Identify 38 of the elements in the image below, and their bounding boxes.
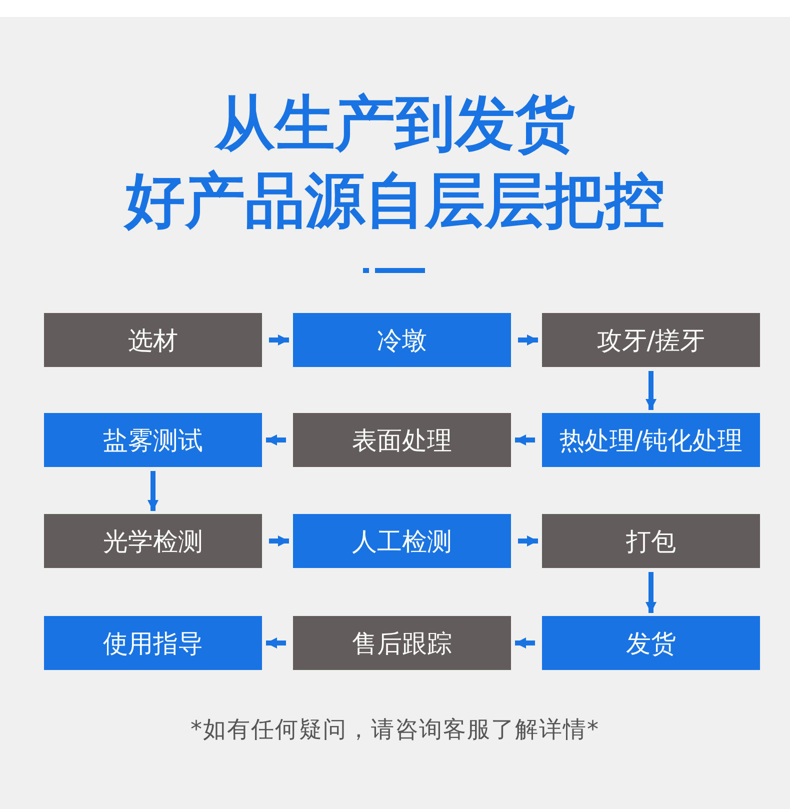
process-box [293, 413, 511, 467]
step-label: 售后跟踪 [352, 628, 452, 660]
process-box [293, 616, 511, 670]
process-box [542, 413, 760, 467]
arrow [518, 536, 538, 546]
step-label: 使用指导 [103, 628, 203, 660]
process-box [293, 313, 511, 367]
arrow [646, 572, 656, 613]
arrow [515, 638, 535, 648]
arrow [518, 334, 538, 346]
arrow [269, 536, 289, 546]
process-box [542, 616, 760, 670]
arrow [148, 471, 158, 511]
step-label: 冷墩 [377, 324, 427, 356]
arrow [515, 434, 535, 446]
title: 从生产到发货 [213, 88, 576, 160]
arrow [269, 334, 289, 346]
step-label: 盐雾测试 [103, 424, 203, 456]
process-box [293, 514, 511, 568]
step-label: 光学检测 [103, 526, 203, 558]
step-label: 打包 [626, 526, 676, 558]
process-box [542, 313, 760, 367]
caption: *如有任何疑问，请咨询客服了解详情* [190, 716, 600, 745]
process-box [542, 514, 760, 568]
process-box [44, 616, 262, 670]
process-box [44, 514, 262, 568]
step-label: 表面处理 [352, 424, 452, 456]
arrow [646, 371, 656, 410]
arrow [266, 434, 286, 446]
step-label: 人工检测 [352, 526, 452, 558]
process-box [44, 413, 262, 467]
arrow [266, 638, 286, 648]
step-label: 选材 [128, 324, 178, 356]
step-label: 攻牙/搓牙 [596, 324, 706, 356]
step-label: 热处理/钝化处理 [559, 424, 743, 456]
process-box [44, 313, 262, 367]
step-label: 发货 [626, 628, 676, 660]
subtitle: 好产品源自层层把控 [122, 165, 666, 237]
